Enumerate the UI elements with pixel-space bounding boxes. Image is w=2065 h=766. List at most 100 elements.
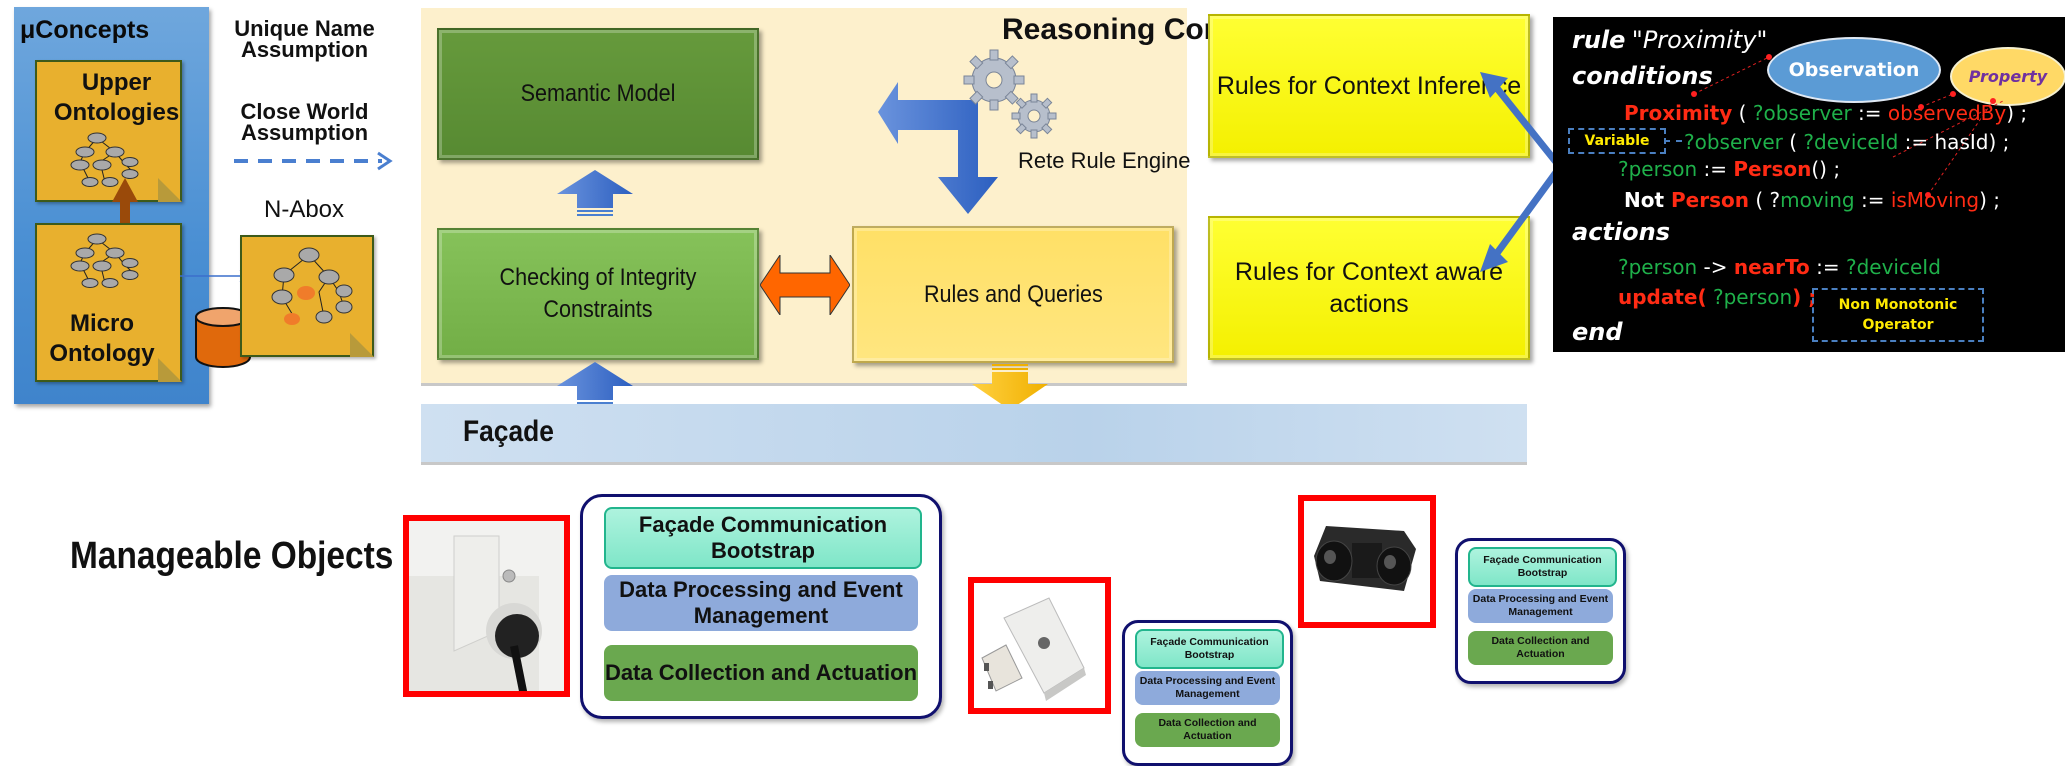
code-token: := hasId) ; (1898, 130, 2010, 154)
layer-bootstrap: Façade Communication Bootstrap (1134, 629, 1285, 669)
rete-flow-arrow-icon (878, 82, 998, 214)
update-function: update( (1618, 285, 1707, 309)
smart-plug-icon (409, 521, 564, 691)
layer-processing: Data Processing and Event Management (1467, 589, 1614, 623)
mo-stack-medium: Façade Communication Bootstrap Data Proc… (1122, 620, 1293, 766)
nabox-label: N-Abox (264, 196, 345, 223)
dashed-arrow-icon (234, 151, 393, 171)
code-token: () ; (1811, 157, 1841, 181)
concept-person: Person (1671, 188, 1749, 212)
annotation-links-icon (1691, 54, 2004, 198)
variable-person: ?person (1618, 157, 1698, 181)
context-actions-box: Rules for Context aware actions (1208, 216, 1530, 360)
up-arrow-icon (112, 178, 138, 258)
layer-bootstrap: Façade Communication Bootstrap (604, 507, 922, 569)
mo-stack-large: Façade Communication Bootstrap Data Proc… (580, 494, 942, 719)
rule-name: "Proximity" (1631, 26, 1768, 54)
concept-person: Person (1733, 157, 1812, 181)
property-bubble: Property (1950, 47, 2065, 106)
integrity-constraints-box: Checking of Integrity Constraints (437, 228, 759, 360)
micro-ontology-label: Micro Ontology (49, 310, 155, 367)
mo-stack-small: Façade Communication Bootstrap Data Proc… (1455, 538, 1626, 684)
unique-name-assumption: Unique Name Assumption (234, 16, 375, 62)
note-fold (158, 178, 182, 202)
note-fold (158, 358, 182, 382)
variable-link (1664, 140, 1682, 142)
property-ismoving: isMoving (1890, 188, 1980, 212)
context-inference-label: Rules for Context Inference (1216, 72, 1522, 100)
end-keyword: end (1572, 318, 1623, 346)
database-icon (195, 307, 251, 368)
actions-keyword-row: actions (1572, 218, 1670, 246)
ontology-tree-icon (70, 132, 139, 187)
rule-keyword: rule (1572, 26, 1626, 54)
rule-line-4: Not Person ( ?moving := isMoving) ; (1624, 188, 2000, 212)
code-token: := (1697, 157, 1734, 181)
note-fold (350, 333, 374, 357)
layer-collection: Data Collection and Actuation (1134, 713, 1281, 747)
context-inference-box: Rules for Context Inference (1208, 14, 1530, 158)
conditions-keyword-row: conditions (1572, 62, 1713, 90)
down-arrow-icon (972, 364, 1048, 410)
rule-line-5: ?person -> nearTo := ?deviceId (1618, 255, 1941, 279)
door-sensor-photo (968, 577, 1111, 714)
bidirectional-arrow-icon (760, 255, 850, 315)
code-token: ) ; (2006, 101, 2028, 125)
distance-sensor-icon (1304, 501, 1430, 622)
facade-bar (421, 404, 1527, 465)
code-token: ( ? (1748, 188, 1781, 212)
close-world-assumption: Close World Assumption (240, 99, 369, 145)
variable-person: ?person (1618, 255, 1698, 279)
layer-collection: Data Collection and Actuation (1467, 631, 1614, 665)
door-sensor-icon (974, 583, 1105, 708)
rule-line-6: update( ?person) ; (1618, 285, 1816, 309)
smart-plug-photo (403, 515, 570, 697)
variable-moving: moving (1780, 188, 1855, 212)
rule-header: rule "Proximity" (1572, 26, 1767, 54)
micro-ontology-note: Micro Ontology (35, 223, 182, 382)
layer-processing: Data Processing and Event Management (604, 575, 918, 631)
code-token: := (1854, 188, 1891, 212)
rule-line-2: ?observer ( ?deviceId := hasId) ; (1684, 130, 2009, 154)
layer-bootstrap: Façade Communication Bootstrap (1467, 547, 1618, 587)
rule-line-1: Proximity ( ?observer := observedBy) ; (1624, 101, 2027, 125)
code-token: ) ; (1979, 188, 2000, 212)
code-token: ( (1732, 101, 1753, 125)
variable-observer: ?observer (1752, 101, 1852, 125)
end-keyword-row: end (1572, 318, 1623, 346)
semantic-model-box: Semantic Model (437, 28, 759, 160)
semantic-model-label: Semantic Model (520, 80, 676, 107)
observation-bubble: Observation (1767, 37, 1941, 103)
actions-keyword: actions (1572, 218, 1670, 246)
rule-line-3: ?person := Person() ; (1618, 157, 1840, 181)
facade-label: Façade (463, 415, 554, 448)
up-arrow-icon (557, 362, 633, 408)
rules-queries-label: Rules and Queries (923, 280, 1103, 308)
gears-icon (963, 49, 1057, 139)
variable-annotation: Variable (1568, 128, 1666, 154)
integrity-constraints-label: Checking of Integrity Constraints (499, 264, 697, 323)
distance-sensor-photo (1298, 495, 1436, 628)
rete-engine-label: Rete Rule Engine (1018, 148, 1191, 173)
nabox-note (240, 235, 374, 357)
upper-ontologies-note: Upper Ontologies (35, 60, 182, 202)
variable-person: ?person (1706, 285, 1793, 309)
nabox-tree-icon (271, 247, 353, 325)
context-actions-label: Rules for Context aware actions (1234, 258, 1504, 318)
code-token: -> (1697, 255, 1734, 279)
ontology-tree-icon (70, 233, 139, 288)
code-token: := (1851, 101, 1888, 125)
code-token: := (1809, 255, 1846, 279)
concept-proximity: Proximity (1624, 101, 1733, 125)
code-token: ( (1782, 130, 1804, 154)
up-arrow-icon (557, 170, 633, 216)
reasoning-core-title: Reasoning Core (1002, 13, 1233, 46)
property-nearto: nearTo (1733, 255, 1810, 279)
upper-ontologies-label: Upper Ontologies (53, 69, 180, 126)
variable-deviceid: ?deviceId (1803, 130, 1899, 154)
property-observedby: observedBy (1887, 101, 2007, 125)
non-monotonic-annotation: Non Monotonic Operator (1812, 288, 1984, 342)
not-operator: Not (1624, 188, 1672, 212)
variable-deviceid: ?deviceId (1845, 255, 1941, 279)
conditions-keyword: conditions (1572, 62, 1713, 90)
